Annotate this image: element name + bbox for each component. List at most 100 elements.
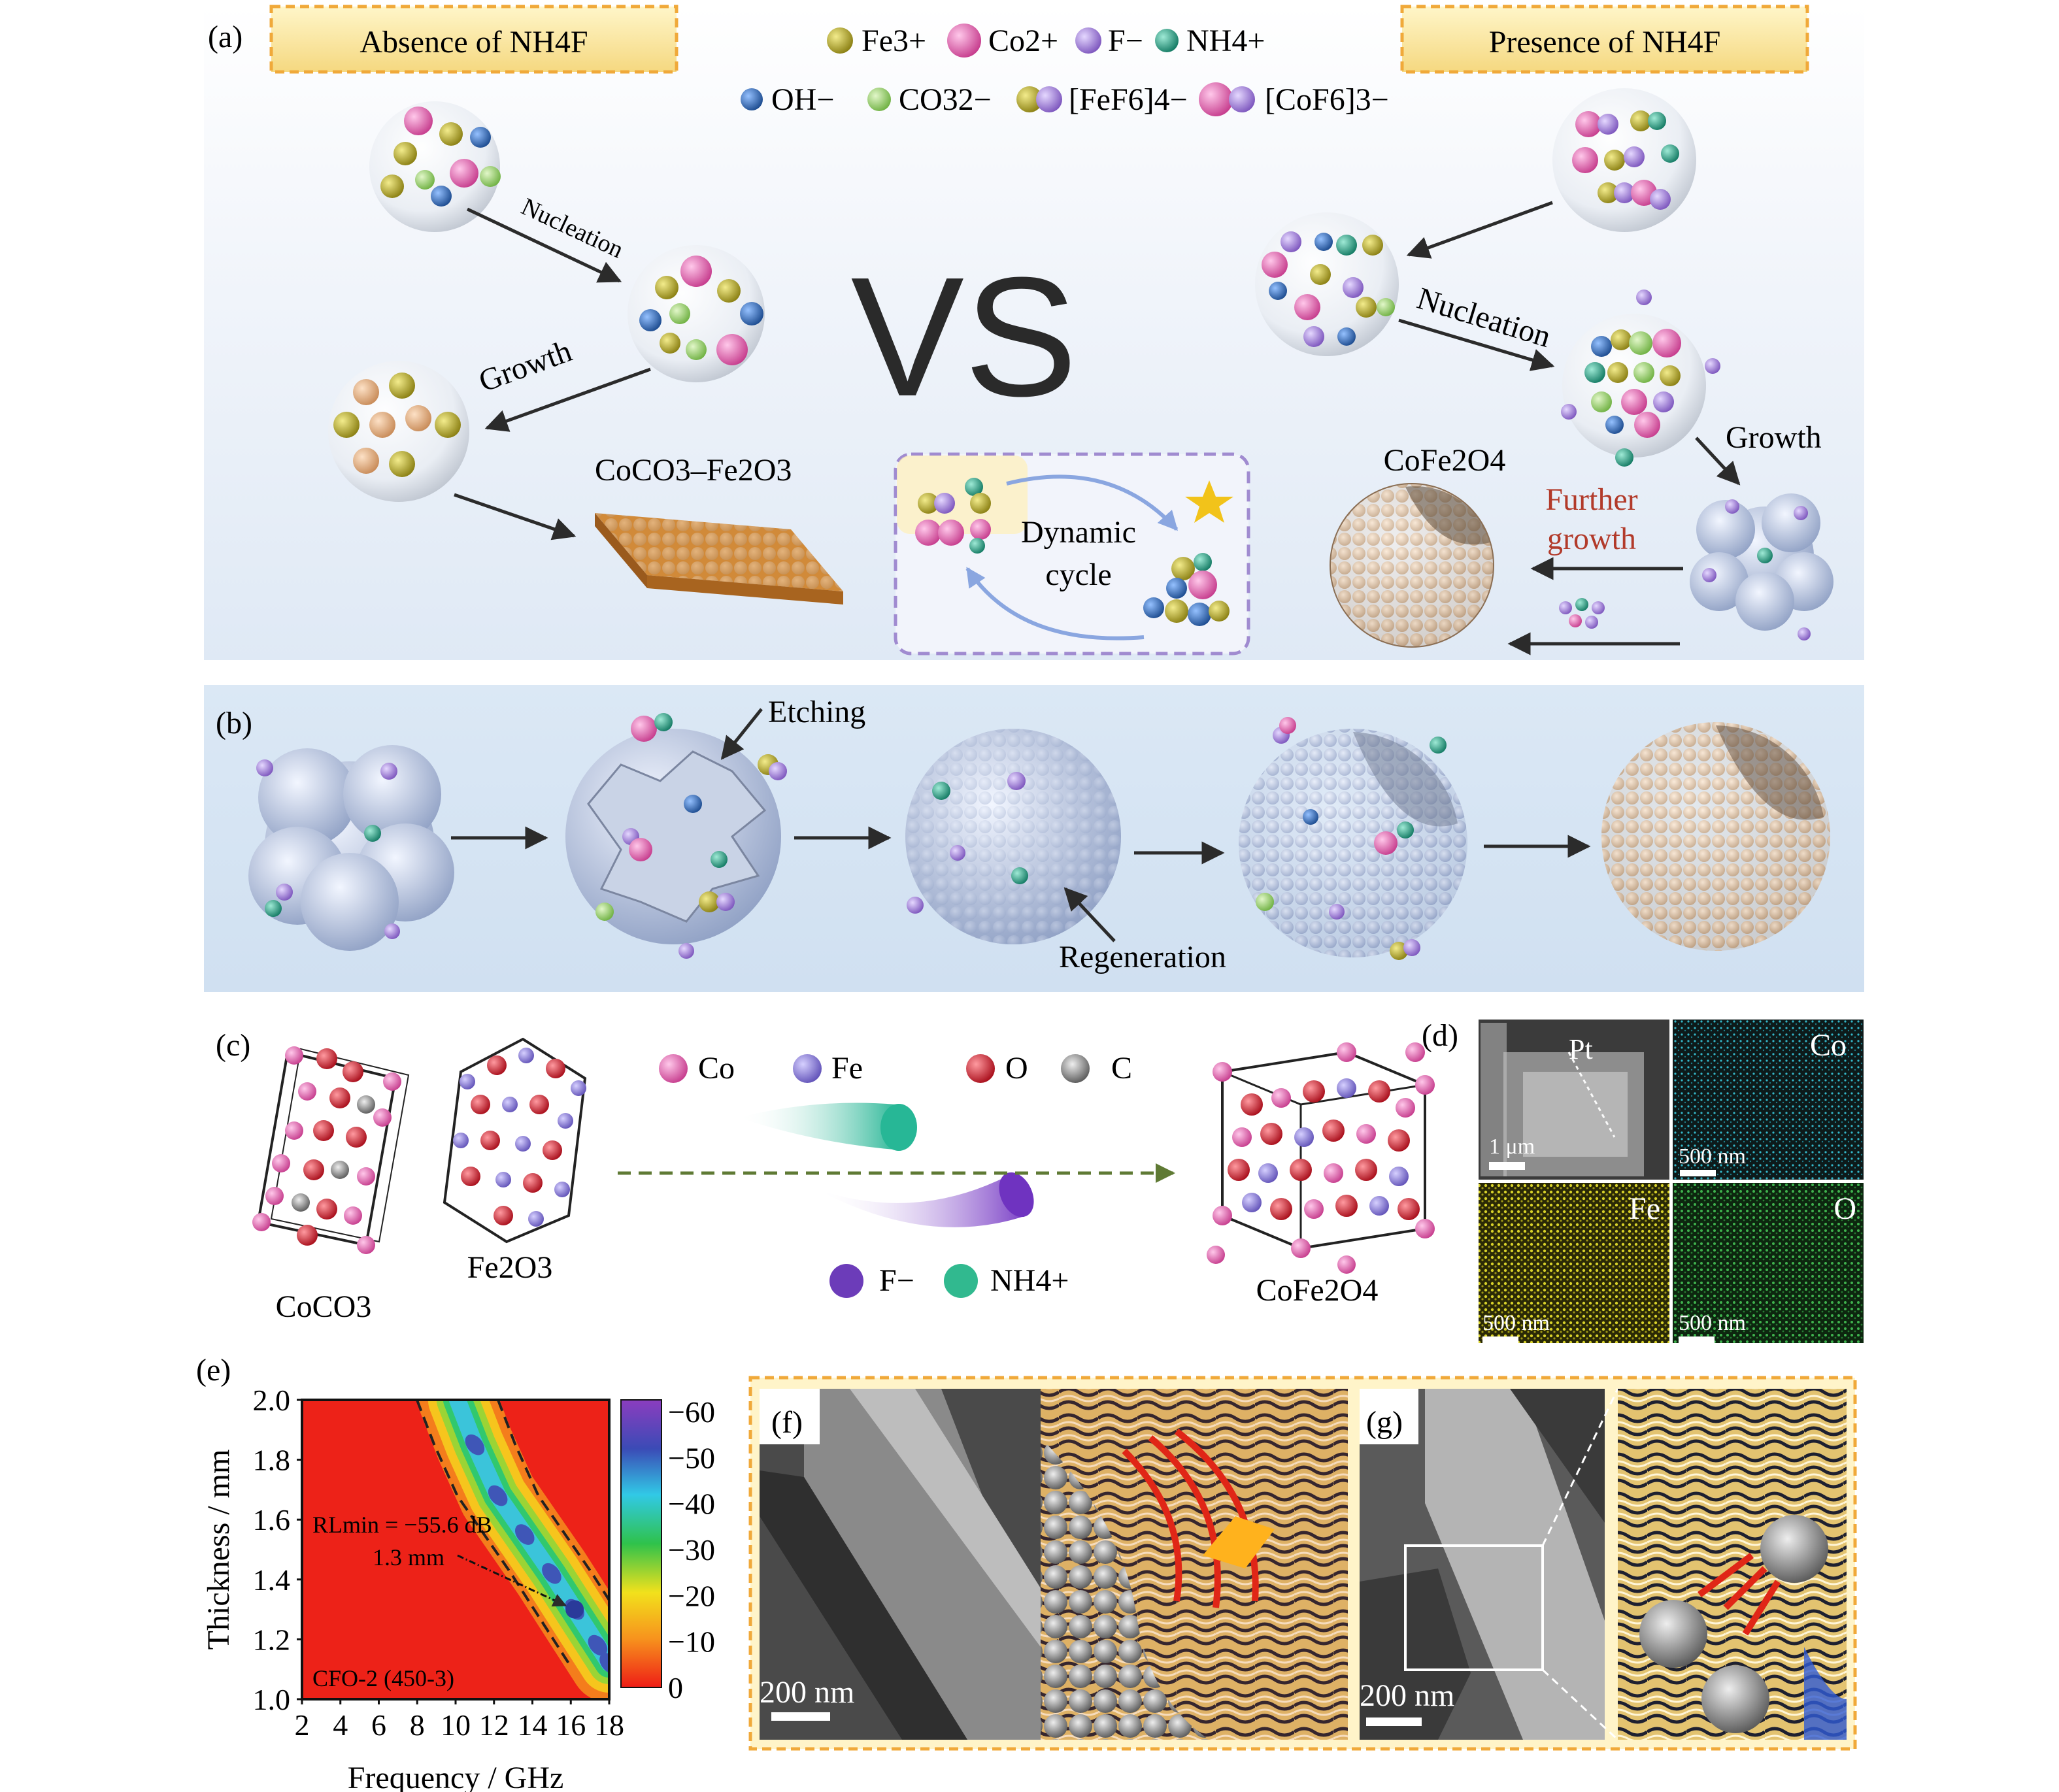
co-map-scale: 500 nm bbox=[1679, 1144, 1746, 1169]
panel-c-label: (c) bbox=[216, 1028, 250, 1063]
colorbar-tick-label: −40 bbox=[668, 1487, 715, 1521]
ion-bubble bbox=[1561, 290, 1720, 467]
element-legend: Co Fe O C bbox=[659, 1051, 1132, 1086]
absence-title: Absence of NH4F bbox=[360, 25, 588, 59]
legend-nh4-icon bbox=[1155, 29, 1179, 52]
y-tick-label: 1.0 bbox=[253, 1683, 291, 1716]
coco3-crystal bbox=[252, 1046, 410, 1254]
etching-pointer bbox=[720, 708, 763, 760]
ridge-spot bbox=[514, 1524, 535, 1545]
sem-image: Pt 1 μm bbox=[1479, 1020, 1669, 1180]
colorbar-tick-label: −60 bbox=[668, 1395, 715, 1429]
ion-bubble bbox=[628, 245, 765, 382]
legend-fef6-label: [FeF6]4− bbox=[1069, 82, 1188, 117]
panel-b: (b) Etching bbox=[204, 685, 1864, 992]
o-map-label: O bbox=[1833, 1191, 1856, 1226]
arrow-to-nucleation-right bbox=[1406, 201, 1553, 259]
legend-f-label: F− bbox=[1108, 24, 1143, 58]
y-tick-label: 2.0 bbox=[253, 1384, 291, 1417]
coco3-label: CoCO3 bbox=[276, 1289, 372, 1324]
absence-banner bbox=[269, 5, 678, 74]
co-map: Co 500 nm bbox=[1673, 1020, 1864, 1180]
x-tick-label: 12 bbox=[479, 1708, 509, 1742]
legend-f-icon bbox=[1075, 27, 1101, 54]
released-ions bbox=[1559, 598, 1605, 629]
ridge-spot bbox=[488, 1485, 508, 1506]
legend-co3-label: CO32− bbox=[899, 82, 992, 117]
colorbar-tick-label: 0 bbox=[668, 1671, 683, 1704]
legend-cof6-co-icon bbox=[1199, 82, 1233, 116]
legend-fef6-fe-icon bbox=[1016, 86, 1043, 112]
boundary-line bbox=[497, 1400, 609, 1603]
legend-f-icon bbox=[829, 1264, 863, 1298]
legend-oh-icon bbox=[741, 88, 763, 110]
legend-cof6-label: [CoF6]3− bbox=[1265, 82, 1389, 117]
min-thickness-label: 1.3 mm bbox=[373, 1544, 444, 1570]
nucleation-arrow-right bbox=[1398, 318, 1555, 371]
tem-g-scale-label: 200 nm bbox=[1360, 1678, 1454, 1713]
legend-nh4-icon bbox=[944, 1264, 978, 1298]
legend-co-icon bbox=[659, 1054, 688, 1083]
panel-f-label: (f) bbox=[771, 1405, 803, 1440]
ion-bubble bbox=[369, 101, 501, 232]
legend-co3-icon bbox=[867, 88, 891, 111]
fe-map: Fe 500 nm bbox=[1479, 1183, 1669, 1343]
growth-arrow-right bbox=[1695, 437, 1741, 486]
x-tick-label: 6 bbox=[371, 1708, 386, 1742]
y-axis: 1.01.21.41.61.82.0 bbox=[253, 1384, 302, 1716]
o-map-scale: 500 nm bbox=[1679, 1311, 1746, 1335]
fe2o3-label: Fe2O3 bbox=[467, 1250, 553, 1285]
colorbar-tick-label: −10 bbox=[668, 1625, 715, 1659]
vs-text: VS bbox=[851, 242, 1078, 432]
legend-nh4-label: NH4+ bbox=[1186, 24, 1265, 58]
panel-d-label: (d) bbox=[1422, 1018, 1458, 1053]
rl-min-point bbox=[565, 1600, 584, 1619]
colorbar-ticks: −60−50−40−30−20−100 bbox=[668, 1395, 715, 1704]
panel-fg: (f) 200 nm (g) 200 nm bbox=[748, 1376, 1857, 1751]
legend-co-icon bbox=[947, 24, 981, 58]
legend-c-icon bbox=[1061, 1054, 1090, 1083]
model-image-g bbox=[1618, 1389, 1847, 1740]
legend-fef6-f-icon bbox=[1036, 86, 1062, 112]
x-tick-label: 8 bbox=[410, 1708, 425, 1742]
colorbar bbox=[620, 1399, 662, 1688]
panel-d: (d) Pt 1 μm Co 500 nm Fe 500 nm O 500 nm bbox=[1422, 1018, 1864, 1343]
o-map: O 500 nm bbox=[1673, 1183, 1864, 1343]
x-tick-label: 14 bbox=[518, 1708, 548, 1742]
further-label-2: growth bbox=[1547, 522, 1636, 556]
fe-map-label: Fe bbox=[1629, 1191, 1660, 1226]
sample-label: CFO-2 (450-3) bbox=[312, 1665, 454, 1691]
ridge-spot bbox=[542, 1563, 561, 1584]
y-tick-label: 1.8 bbox=[253, 1444, 291, 1477]
further-label-1: Further bbox=[1545, 482, 1637, 517]
zoom-region bbox=[1404, 1544, 1544, 1671]
legend-fe-icon bbox=[827, 27, 853, 54]
cofe2o4-label: CoFe2O4 bbox=[1256, 1273, 1379, 1308]
panel-b-label: (b) bbox=[216, 706, 252, 740]
rl-min-label: RLmin = −55.6 dB bbox=[312, 1512, 492, 1538]
x-tick-label: 18 bbox=[594, 1708, 624, 1742]
legend-co-label: Co bbox=[698, 1051, 735, 1086]
y-axis-title: Thickness / mm bbox=[201, 1450, 236, 1650]
ion-bubble bbox=[1552, 88, 1696, 232]
legend-fe-label: Fe3+ bbox=[862, 24, 926, 58]
panel-e-label: (e) bbox=[196, 1353, 231, 1387]
etched-particle bbox=[565, 713, 787, 959]
legend-f-label: F− bbox=[879, 1263, 914, 1298]
x-tick-label: 4 bbox=[333, 1708, 348, 1742]
cluster-particle bbox=[248, 745, 454, 951]
dynamic-cycle-box: Dynamic cycle bbox=[894, 452, 1250, 655]
tem-image-f: (f) 200 nm bbox=[760, 1389, 1041, 1740]
panel-c: (c) CoCO3 bbox=[216, 1028, 1435, 1324]
x-tick-label: 10 bbox=[441, 1708, 471, 1742]
panel-a-label: (a) bbox=[208, 20, 243, 54]
tem-image-g: (g) 200 nm bbox=[1360, 1388, 1619, 1741]
growth-arrow-left bbox=[484, 367, 651, 432]
colorbar-tick-label: −50 bbox=[668, 1441, 715, 1474]
presence-title: Presence of NH4F bbox=[1489, 25, 1721, 59]
fe-map-scale: 500 nm bbox=[1482, 1311, 1550, 1335]
dynamic-label-2: cycle bbox=[1045, 557, 1111, 592]
nh4-reagent-icon bbox=[739, 1103, 917, 1151]
cofe2o4-shell bbox=[1601, 722, 1830, 951]
